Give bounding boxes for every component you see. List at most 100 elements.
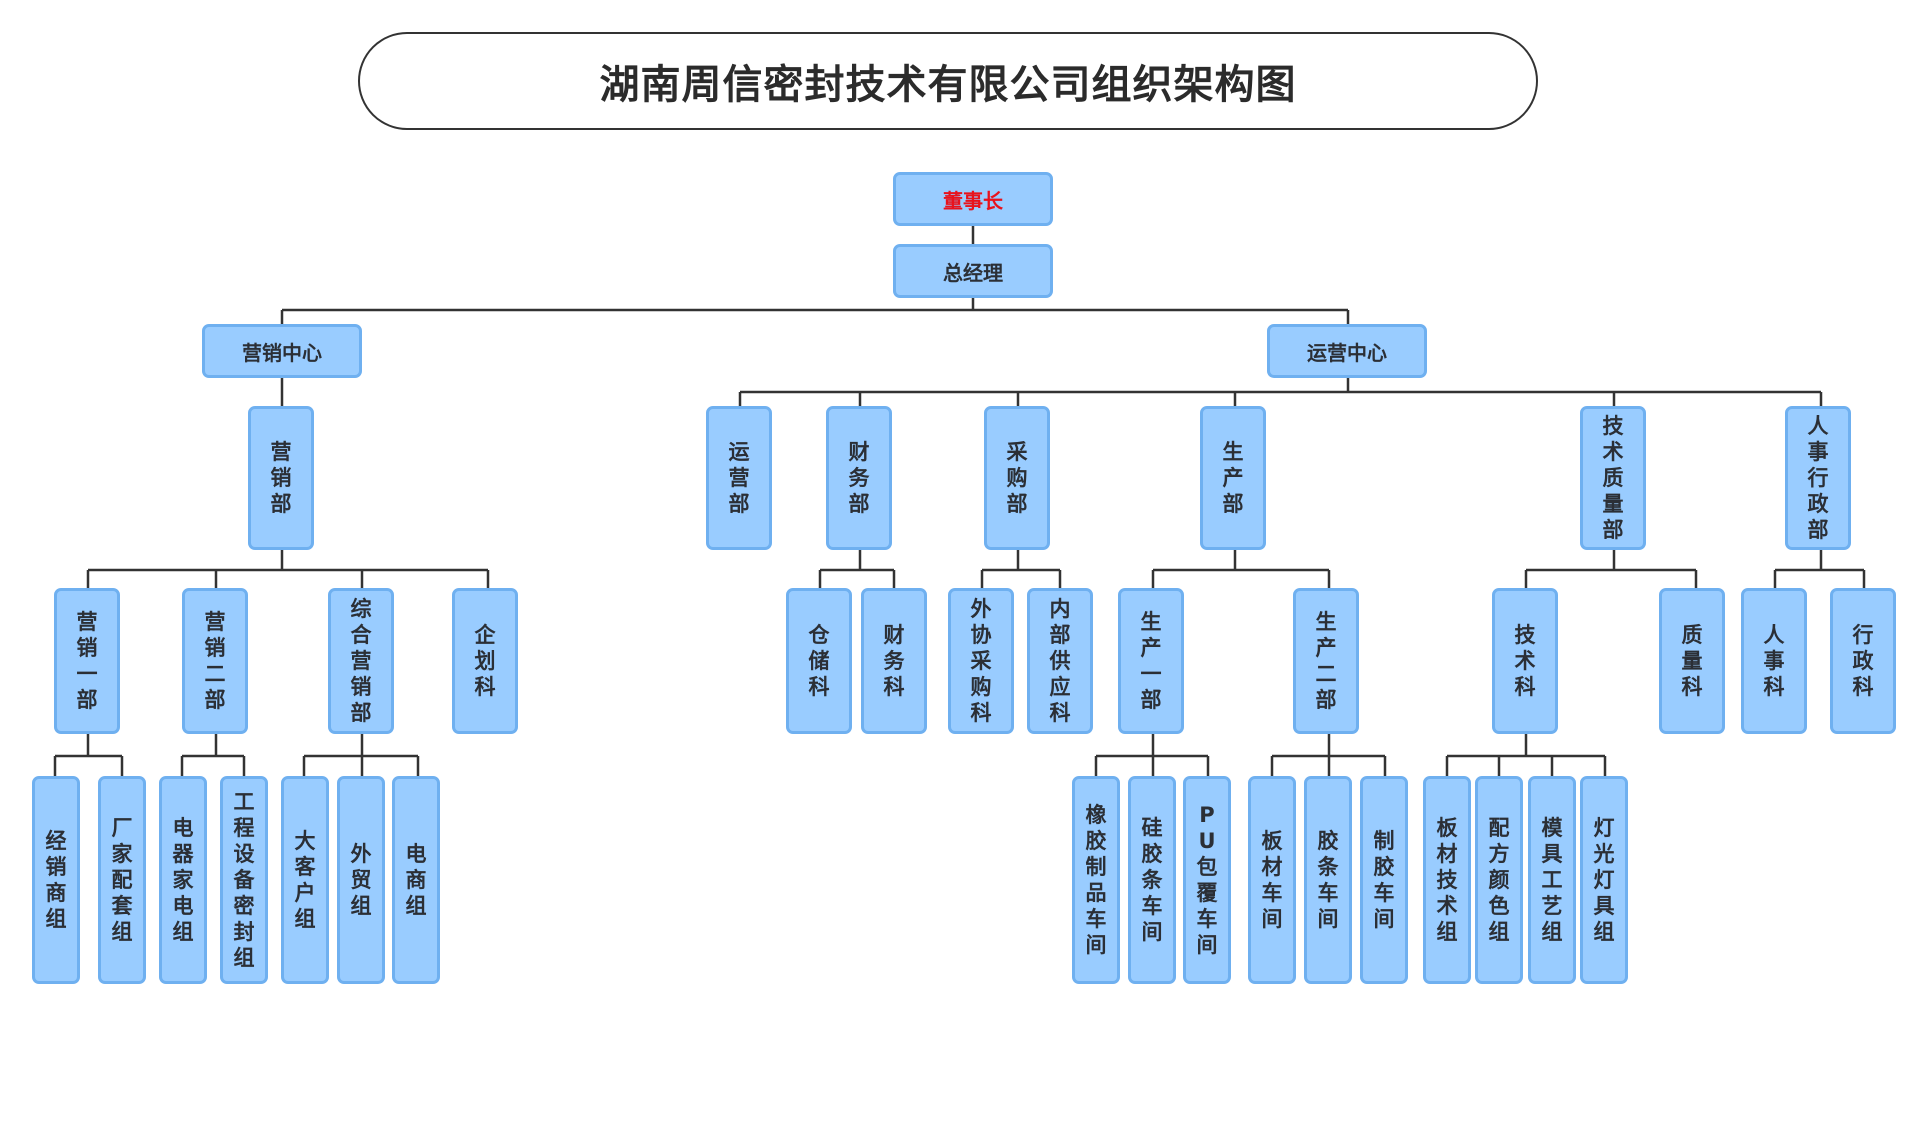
node-label: 配方颜色组	[1488, 816, 1510, 944]
node-label: 胶条车间	[1317, 829, 1339, 931]
node-label: 电器家电组	[172, 816, 194, 944]
connector	[980, 550, 1062, 590]
connector	[1094, 734, 1210, 778]
node-oem-group: 厂家配套组	[98, 776, 146, 984]
node-hr-section: 人事科	[1741, 588, 1807, 734]
node-compound-workshop: 制胶车间	[1360, 776, 1408, 984]
node-label: 营销部	[270, 440, 292, 516]
node-internal-supply: 内部供应科	[1027, 588, 1093, 734]
node-label: 仓储科	[808, 623, 830, 699]
node-sales-1: 营销一部	[54, 588, 120, 734]
node-label: 生产一部	[1140, 610, 1162, 712]
node-rubber-workshop: 橡胶制品车间	[1072, 776, 1120, 984]
node-label: 运营部	[728, 440, 750, 516]
node-silicone-workshop: 硅胶条车间	[1128, 776, 1176, 984]
node-label: 质量科	[1681, 623, 1703, 699]
node-outsourcing: 外协采购科	[948, 588, 1014, 734]
chart-title: 湖南周信密封技术有限公司组织架构图	[599, 62, 1297, 108]
node-operations-center: 运营中心	[1267, 324, 1427, 378]
node-purchase-dept: 采购部	[984, 406, 1050, 550]
node-marketing-dept: 营销部	[248, 406, 314, 550]
node-label: 营销二部	[204, 610, 226, 712]
node-label: 企划科	[474, 623, 496, 699]
node-strip-workshop: 胶条车间	[1304, 776, 1352, 984]
node-foreign-trade-group: 外贸组	[337, 776, 385, 984]
node-label: 制胶车间	[1373, 829, 1395, 931]
node-label: 人事科	[1763, 623, 1785, 699]
node-label: 财务部	[848, 440, 870, 516]
node-label: 灯光灯具组	[1593, 816, 1615, 944]
node-production-2: 生产二部	[1293, 588, 1359, 734]
node-chairman: 董事长	[893, 172, 1053, 226]
node-label: 财务科	[883, 623, 905, 699]
node-label: 外协采购科	[970, 597, 992, 725]
node-comprehensive-sales: 综合营销部	[328, 588, 394, 734]
connector	[180, 734, 246, 778]
node-finance-dept: 财务部	[826, 406, 892, 550]
connector	[1445, 734, 1607, 778]
chart-title-box: 湖南周信密封技术有限公司组织架构图	[358, 32, 1538, 130]
node-label: 行政科	[1852, 623, 1874, 699]
node-label: 生产二部	[1315, 610, 1337, 712]
node-dealer-group: 经销商组	[32, 776, 80, 984]
node-production-1: 生产一部	[1118, 588, 1184, 734]
node-finance-section: 财务科	[861, 588, 927, 734]
node-marketing-center: 营销中心	[202, 324, 362, 378]
node-label: 硅胶条车间	[1141, 816, 1163, 944]
node-mold-process-group: 模具工艺组	[1528, 776, 1576, 984]
node-production-dept: 生产部	[1200, 406, 1266, 550]
node-label: 营销一部	[76, 610, 98, 712]
connector	[1524, 550, 1698, 590]
node-sheet-workshop: 板材车间	[1248, 776, 1296, 984]
connector	[818, 550, 896, 590]
node-planning: 企划科	[452, 588, 518, 734]
node-engineering-group: 工程设备密封组	[220, 776, 268, 984]
connector	[1270, 734, 1387, 778]
node-label: 技术质量部	[1602, 414, 1624, 542]
node-label: 总经理	[943, 260, 1003, 285]
node-label: 板材车间	[1261, 829, 1283, 931]
connector	[1773, 550, 1866, 590]
node-warehouse: 仓储科	[786, 588, 852, 734]
node-label: 厂家配套组	[111, 816, 133, 944]
node-label: 大客户组	[294, 829, 316, 931]
node-key-account-group: 大客户组	[281, 776, 329, 984]
node-quality-section: 质量科	[1659, 588, 1725, 734]
node-sales-2: 营销二部	[182, 588, 248, 734]
node-label: 电商组	[405, 842, 427, 918]
node-sheet-tech-group: 板材技术组	[1423, 776, 1471, 984]
node-label: 内部供应科	[1049, 597, 1071, 725]
node-label: 技术科	[1514, 623, 1536, 699]
node-label: 运营中心	[1307, 340, 1387, 365]
connector	[1151, 550, 1331, 590]
node-label: PU包覆车间	[1196, 803, 1218, 957]
node-hr-admin-dept: 人事行政部	[1785, 406, 1851, 550]
node-lighting-group: 灯光灯具组	[1580, 776, 1628, 984]
node-formula-color-group: 配方颜色组	[1475, 776, 1523, 984]
node-appliance-group: 电器家电组	[159, 776, 207, 984]
node-label: 综合营销部	[350, 597, 372, 725]
node-tech-section: 技术科	[1492, 588, 1558, 734]
node-pu-workshop: PU包覆车间	[1183, 776, 1231, 984]
node-label: 橡胶制品车间	[1085, 803, 1107, 957]
node-label: 模具工艺组	[1541, 816, 1563, 944]
node-label: 营销中心	[242, 340, 322, 365]
node-label: 董事长	[943, 188, 1003, 213]
node-label: 人事行政部	[1807, 414, 1829, 542]
connector	[53, 734, 124, 778]
node-label: 板材技术组	[1436, 816, 1458, 944]
connector	[738, 378, 1823, 408]
connector	[302, 734, 420, 778]
node-admin-section: 行政科	[1830, 588, 1896, 734]
connector	[86, 550, 490, 590]
connector	[280, 296, 1350, 326]
node-label: 经销商组	[45, 829, 67, 931]
node-label: 工程设备密封组	[233, 790, 255, 970]
node-tech-quality-dept: 技术质量部	[1580, 406, 1646, 550]
node-general-manager: 总经理	[893, 244, 1053, 298]
node-label: 外贸组	[350, 842, 372, 918]
node-ops-dept: 运营部	[706, 406, 772, 550]
node-label: 生产部	[1222, 440, 1244, 516]
node-ecommerce-group: 电商组	[392, 776, 440, 984]
